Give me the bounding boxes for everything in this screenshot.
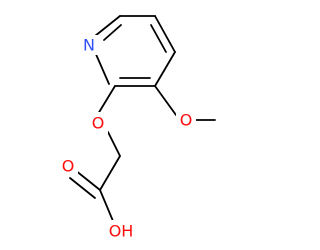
bond-n1-c6: [94, 15, 121, 37]
o-methoxy-label-bg: [176, 109, 196, 131]
bond-n1-c2: [94, 51, 110, 85]
bond-c5-c4-inner: [150, 24, 167, 53]
o-hydroxyl-label: OH: [109, 222, 134, 241]
bond-c2-o-ring: [97, 85, 116, 115]
bond-ch2-cooh: [99, 155, 121, 191]
methoxy-group: [154, 85, 216, 121]
pyridine-ring: [94, 15, 176, 87]
o-carbonyl-label: O: [62, 157, 75, 176]
o-carbonyl-label-bg: [58, 155, 78, 177]
n1-label-bg: [79, 35, 99, 55]
bond-c5-c4: [154, 15, 176, 53]
bond-c-oh: [99, 189, 114, 222]
bond-c3-o-methoxy: [154, 85, 177, 116]
o-hydroxyl-label-bg: [103, 220, 139, 242]
bond-c4-c3: [154, 51, 176, 87]
bond-c-o-carbonyl-outer: [74, 169, 101, 191]
o-methoxy-label: O: [180, 111, 193, 130]
o-ring-label: O: [92, 114, 105, 133]
bond-o-ring-ch2: [107, 131, 121, 157]
carboxylic-acid: [69, 169, 114, 222]
bond-n1-c6-inner: [103, 24, 122, 41]
molecule-structure: N O O O OH: [58, 15, 216, 242]
n1-label: N: [83, 36, 95, 55]
o-ring-label-bg: [88, 112, 108, 134]
atom-labels: N O O O OH: [58, 35, 196, 242]
bond-c-o-carbonyl-inner: [69, 177, 96, 199]
ether-linker: [97, 85, 121, 191]
